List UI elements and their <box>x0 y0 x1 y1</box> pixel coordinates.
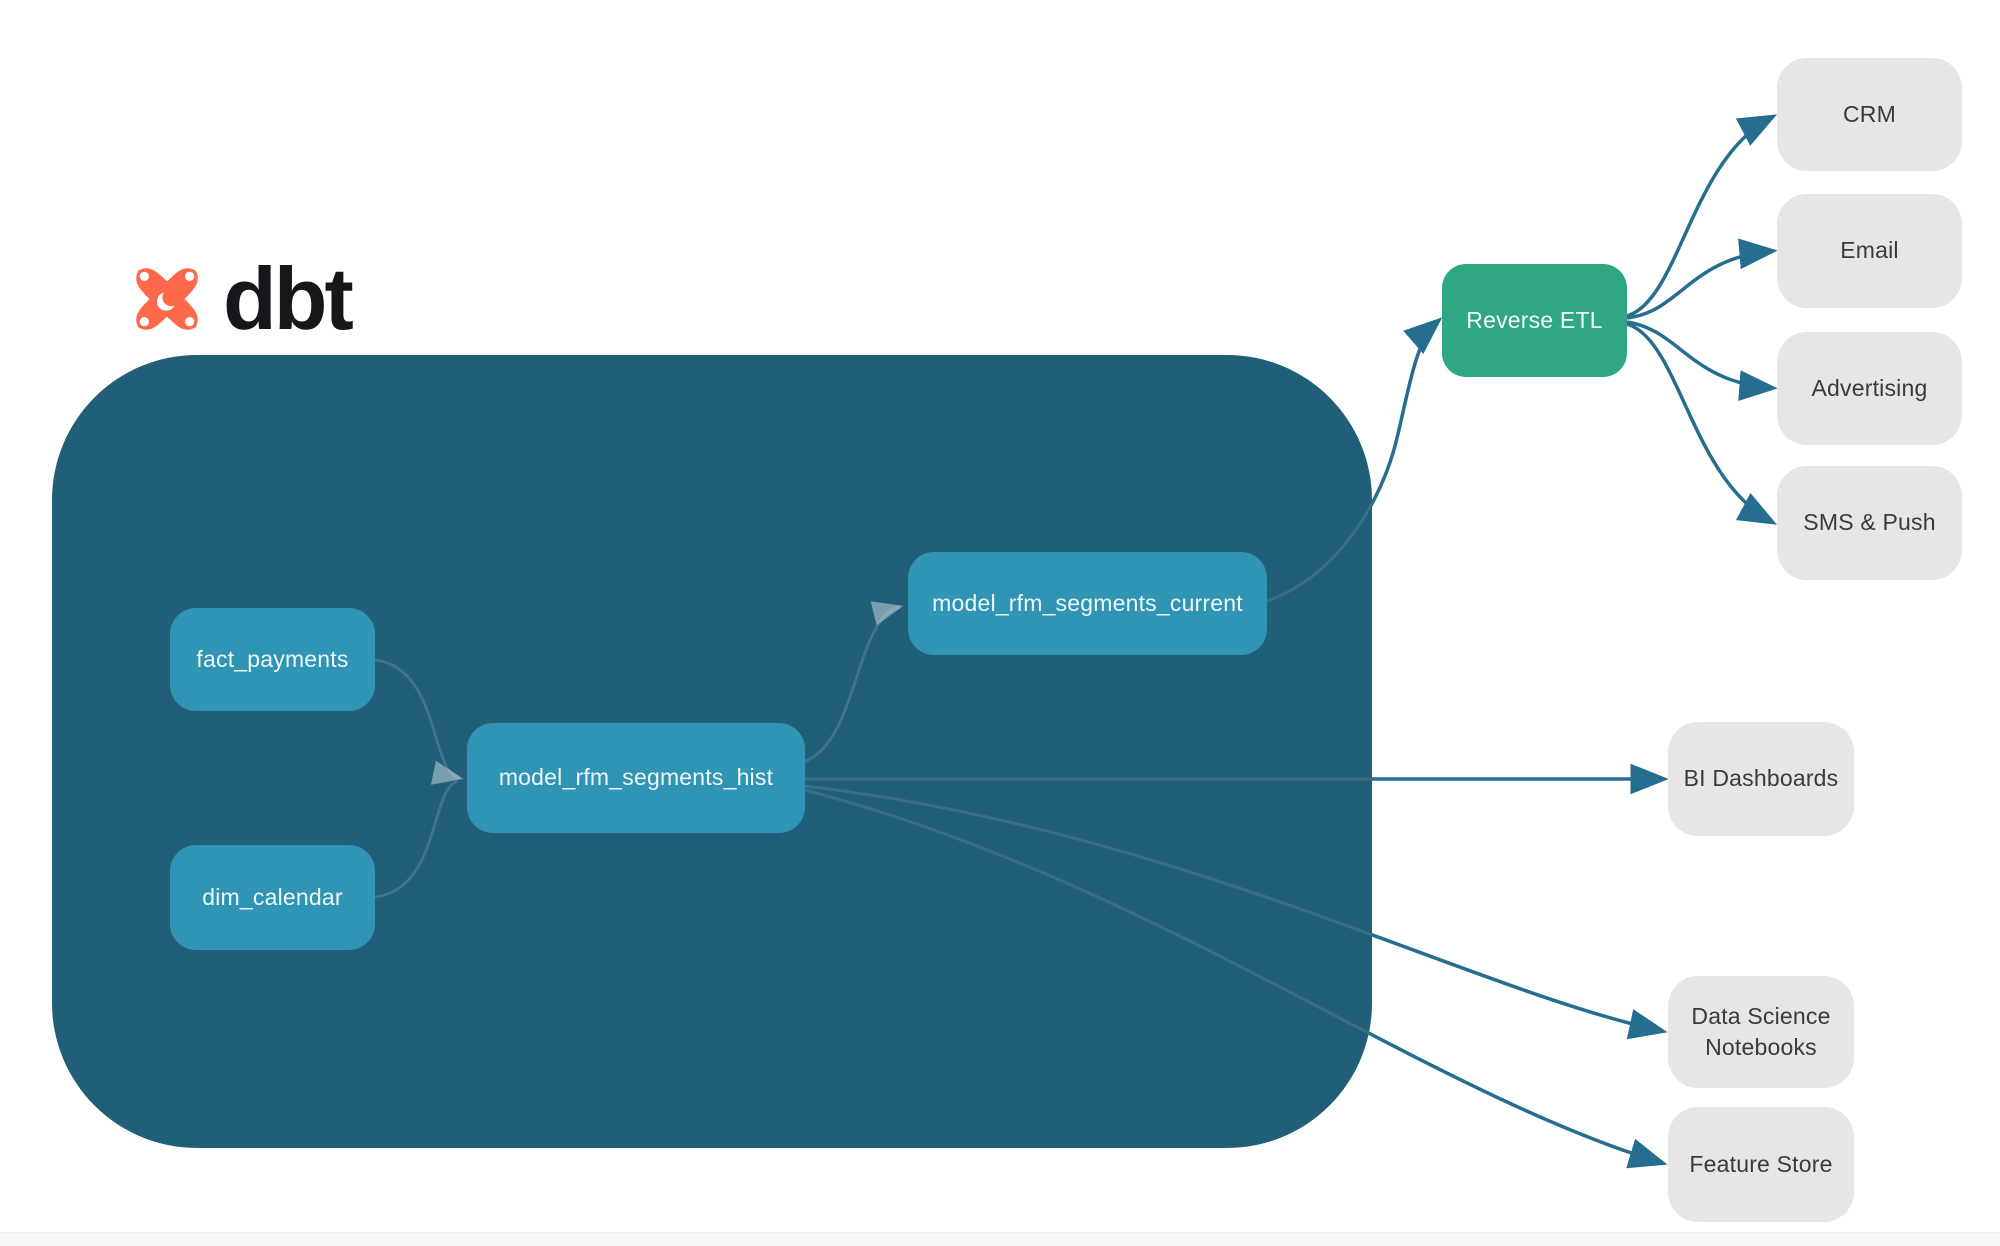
node-reverse-etl: Reverse ETL <box>1442 264 1627 377</box>
node-label: Data Science Notebooks <box>1691 1002 1831 1060</box>
dbt-star-icon <box>136 268 198 330</box>
node-crm: CRM <box>1777 58 1962 171</box>
edge-dim-calendar-to-hist <box>374 779 459 899</box>
edge-current-to-reverse-etl <box>1266 317 1443 603</box>
edge-hist-to-data-science-notebooks <box>804 784 1668 1040</box>
node-advertising: Advertising <box>1777 332 1962 445</box>
node-label: CRM <box>1843 100 1896 127</box>
node-bi-dashboards: BI Dashboards <box>1668 722 1854 836</box>
node-sms-push: SMS & Push <box>1777 466 1962 580</box>
node-label: Advertising <box>1811 374 1928 401</box>
node-model-rfm-segments-current: model_rfm_segments_current <box>908 552 1267 655</box>
edge-reverse-etl-to-crm <box>1626 114 1778 318</box>
node-label: BI Dashboards <box>1683 765 1839 792</box>
bottom-edge-strip <box>0 1232 2000 1246</box>
node-label: dim_calendar <box>202 883 343 910</box>
edge-dark-layer <box>804 317 1669 1169</box>
edge-reverse-etl-to-email <box>1626 238 1778 320</box>
node-dim-calendar: dim_calendar <box>170 845 375 950</box>
node-label: model_rfm_segments_current <box>932 589 1243 616</box>
node-label: Reverse ETL <box>1466 306 1603 333</box>
node-label: SMS & Push <box>1803 509 1936 536</box>
dbt-wordmark: dbt <box>223 249 354 348</box>
node-model-rfm-segments-hist: model_rfm_segments_hist <box>467 723 805 833</box>
node-email: Email <box>1777 194 1962 308</box>
edge-hist-to-current <box>802 601 904 764</box>
edge-hist-to-feature-store <box>804 788 1668 1169</box>
node-data-science-notebooks: Data Science Notebooks <box>1668 976 1854 1088</box>
node-label: Feature Store <box>1689 1150 1833 1177</box>
node-label: model_rfm_segments_hist <box>498 764 774 791</box>
edge-fact-payments-to-hist <box>374 658 464 785</box>
node-label: Email <box>1840 237 1899 264</box>
node-fact-payments: fact_payments <box>170 608 375 711</box>
dbt-logo: dbt <box>125 249 354 348</box>
node-label: fact_payments <box>196 645 349 672</box>
node-feature-store: Feature Store <box>1668 1107 1854 1222</box>
edge-reverse-etl-to-advertising <box>1626 320 1778 401</box>
edge-reverse-etl-to-sms-push <box>1626 322 1778 525</box>
